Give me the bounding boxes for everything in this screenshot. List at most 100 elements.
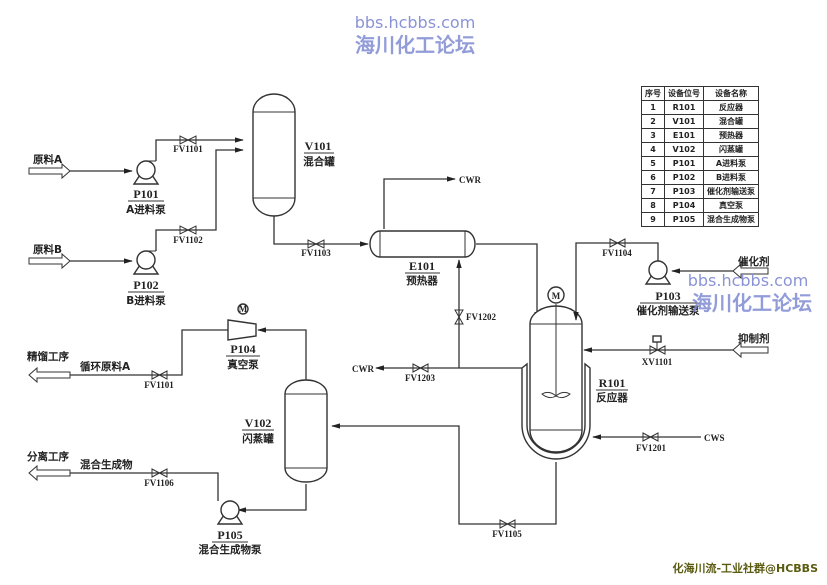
feed-a-arrow-icon bbox=[28, 162, 71, 180]
pump-p102[interactable]: P102 B进料泵 bbox=[126, 250, 166, 307]
p104-id: P104 bbox=[230, 342, 255, 356]
row-tag: E101 bbox=[664, 128, 704, 143]
p104-name: 真空泵 bbox=[227, 358, 259, 371]
fv1104-tag: FV1104 bbox=[602, 248, 632, 258]
row-name: 催化剂输送泵 bbox=[703, 184, 759, 199]
row-tag: P104 bbox=[664, 198, 704, 213]
watermark-url-mid: bbs.hcbbs.com bbox=[688, 271, 809, 290]
p105-id: P105 bbox=[217, 528, 242, 542]
row-index: 1 bbox=[641, 100, 665, 115]
pump-p101[interactable]: P101 A进料泵 bbox=[126, 160, 166, 216]
row-tag: V101 bbox=[664, 114, 704, 129]
cwr-left-label: CWR bbox=[352, 364, 374, 374]
row-tag: P105 bbox=[664, 212, 704, 227]
row-tag: P101 bbox=[664, 156, 704, 171]
valve-fv1102[interactable]: FV1102 bbox=[173, 225, 203, 245]
watermark-name-mid: 海川化工论坛 bbox=[692, 291, 812, 315]
watermark-url-top: bbs.hcbbs.com bbox=[355, 13, 476, 32]
row-name: 混合罐 bbox=[703, 114, 759, 129]
feed-a-label: 原料A bbox=[33, 153, 63, 166]
valve-fv1101[interactable]: FV1101 bbox=[173, 135, 203, 154]
pump-p105[interactable]: P105 混合生成物泵 bbox=[199, 500, 262, 556]
row-tag: P102 bbox=[664, 170, 704, 185]
pump-p104[interactable]: M P104 真空泵 bbox=[226, 303, 260, 371]
fv1202-tag: FV1202 bbox=[466, 312, 496, 322]
row-name: A进料泵 bbox=[703, 156, 759, 171]
header-index: 序号 bbox=[641, 86, 665, 101]
vessel-v101[interactable]: V101 混合罐 bbox=[252, 93, 335, 217]
feed-b-arrow-icon bbox=[28, 252, 71, 270]
motor-symbol: M bbox=[552, 291, 561, 301]
header-name: 设备名称 bbox=[703, 86, 759, 101]
reactor-r101[interactable]: M R101 反应器 bbox=[521, 286, 628, 460]
equipment-table-header: 序号 设备位号 设备名称 bbox=[641, 86, 759, 101]
row-index: 4 bbox=[641, 142, 665, 157]
inhibitor-arrow-icon bbox=[732, 341, 769, 359]
p101-name: A进料泵 bbox=[126, 203, 166, 216]
catalyst-label: 催化剂 bbox=[738, 255, 770, 268]
valve-fv1202[interactable]: FV1202 bbox=[454, 309, 496, 325]
watermark-name-top: 海川化工论坛 bbox=[355, 33, 475, 57]
valve-fv1105[interactable]: FV1105 bbox=[492, 519, 522, 539]
separation-arrow-icon bbox=[28, 464, 71, 482]
valve-xv1101[interactable]: XV1101 bbox=[642, 335, 673, 367]
fv1103-tag: FV1103 bbox=[301, 248, 331, 258]
valve-fv1203[interactable]: FV1203 bbox=[405, 363, 435, 383]
cws-label: CWS bbox=[704, 433, 725, 443]
recycle-a-label: 循环原料A bbox=[80, 360, 131, 373]
mixed-product-label: 混合生成物 bbox=[80, 458, 133, 471]
distillation-arrow-icon bbox=[28, 366, 71, 384]
agitator-icon bbox=[541, 391, 571, 399]
row-index: 7 bbox=[641, 184, 665, 199]
header-tag: 设备位号 bbox=[664, 86, 704, 101]
motor-icon bbox=[547, 286, 565, 304]
valve-fv1103[interactable]: FV1103 bbox=[301, 239, 331, 258]
e101-id: E101 bbox=[409, 259, 435, 273]
separation-label: 分离工序 bbox=[27, 450, 69, 463]
fv1101-tag: FV1101 bbox=[173, 144, 203, 154]
fv1101-recycle-tag: FV1101 bbox=[144, 380, 174, 390]
row-tag: V102 bbox=[664, 142, 704, 157]
vessel-v102[interactable]: V102 闪蒸罐 bbox=[242, 379, 328, 483]
p102-id: P102 bbox=[133, 278, 158, 292]
r101-name: 反应器 bbox=[596, 391, 628, 404]
pump-p103[interactable]: P103 催化剂输送泵 bbox=[637, 260, 701, 317]
valve-fv1106[interactable]: FV1106 bbox=[144, 468, 174, 488]
fv1105-tag: FV1105 bbox=[492, 529, 522, 539]
inhibitor-label: 抑制剂 bbox=[738, 332, 770, 345]
v102-name: 闪蒸罐 bbox=[242, 432, 274, 445]
r101-id: R101 bbox=[599, 376, 626, 390]
p101-id: P101 bbox=[133, 187, 158, 201]
v102-id: V102 bbox=[245, 416, 272, 430]
row-tag: R101 bbox=[664, 100, 704, 115]
row-index: 3 bbox=[641, 128, 665, 143]
row-index: 6 bbox=[641, 170, 665, 185]
row-index: 5 bbox=[641, 156, 665, 171]
e101-name: 预热器 bbox=[406, 274, 438, 287]
footer-watermark: 化海川流-工业社群@HCBBS bbox=[672, 561, 818, 575]
feed-a-stream: 原料A bbox=[28, 153, 133, 180]
row-name: 混合生成物泵 bbox=[703, 212, 759, 227]
v101-id: V101 bbox=[305, 139, 332, 153]
fv1203-tag: FV1203 bbox=[405, 373, 435, 383]
motor-symbol-p104: M bbox=[239, 304, 248, 314]
row-index: 8 bbox=[641, 198, 665, 213]
valve-fv1201[interactable]: FV1201 bbox=[636, 432, 666, 453]
valve-fv1104[interactable]: FV1104 bbox=[602, 238, 632, 258]
row-name: 真空泵 bbox=[703, 198, 759, 213]
feed-b-stream: 原料B bbox=[28, 243, 133, 270]
row-name: 反应器 bbox=[703, 100, 759, 115]
valve-fv1101-recycle[interactable]: FV1101 bbox=[144, 370, 174, 390]
heat-exchanger-e101[interactable]: E101 预热器 bbox=[369, 230, 476, 287]
catalyst-arrow-icon bbox=[732, 262, 769, 280]
fv1106-tag: FV1106 bbox=[144, 478, 174, 488]
